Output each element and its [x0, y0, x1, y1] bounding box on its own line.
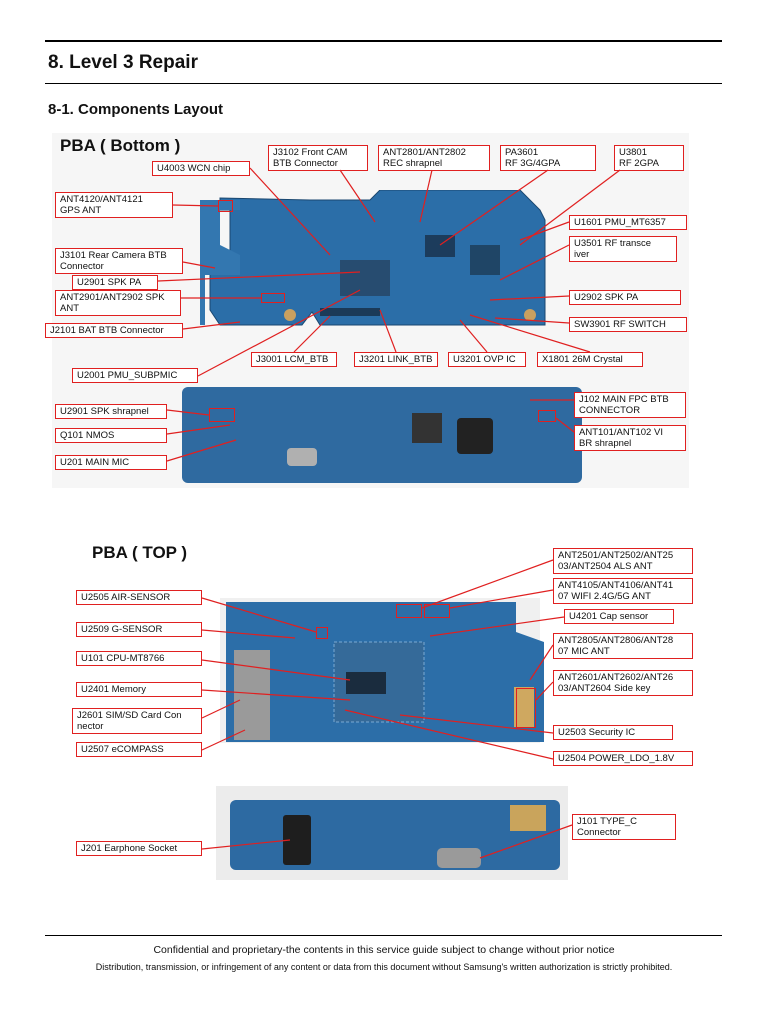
label-u3801: U3801 RF 2GPA — [614, 145, 684, 171]
page-title: 8. Level 3 Repair — [48, 52, 198, 73]
footer-line-2: Distribution, transmission, or infringem… — [95, 962, 673, 972]
hl-ant2901 — [261, 293, 285, 303]
label-j201: J201 Earphone Socket — [76, 841, 202, 856]
footer-rule — [45, 935, 722, 936]
label-u2001: U2001 PMU_SUBPMIC — [72, 368, 198, 383]
label-ant101: ANT101/ANT102 VI BR shrapnel — [574, 425, 686, 451]
footer-line-1: Confidential and proprietary-the content… — [153, 944, 615, 956]
pcb-top-main — [226, 602, 544, 742]
label-ant4120: ANT4120/ANT4121 GPS ANT — [55, 192, 173, 218]
top-rule — [45, 40, 722, 42]
label-j3001: J3001 LCM_BTB — [251, 352, 337, 367]
label-ant4105: ANT4105/ANT4106/ANT41 07 WIFI 2.4G/5G AN… — [553, 578, 693, 604]
chip-bottom-sub — [412, 413, 442, 443]
section-title: 8-1. Components Layout — [48, 101, 224, 118]
pba-bottom-title: PBA ( Bottom ) — [60, 136, 181, 155]
label-u1601: U1601 PMU_MT6357 — [569, 215, 687, 230]
label-sw3901: SW3901 RF SWITCH — [569, 317, 687, 332]
label-j101: J101 TYPE_C Connector — [572, 814, 676, 840]
label-u101: U101 CPU-MT8766 — [76, 651, 202, 666]
hl-u2901-shrapnel — [209, 408, 235, 422]
label-j2601: J2601 SIM/SD Card Con nector — [72, 708, 202, 734]
label-x1801: X1801 26M Crystal — [537, 352, 643, 367]
label-j3201: J3201 LINK_BTB — [354, 352, 438, 367]
hl-ant101 — [538, 410, 556, 422]
pcb-bottom-antenna-strip — [200, 195, 250, 325]
label-u3501: U3501 RF transce iver — [569, 236, 677, 262]
label-u2505: U2505 AIR-SENSOR — [76, 590, 202, 605]
label-q101: Q101 NMOS — [55, 428, 167, 443]
label-u2901a: U2901 SPK PA — [72, 275, 158, 290]
label-u2901b: U2901 SPK shrapnel — [55, 404, 167, 419]
hl-ant2601 — [516, 688, 536, 728]
hl-ant4105 — [424, 604, 450, 618]
earphone-jack-bottom — [457, 418, 493, 454]
label-ant2801: ANT2801/ANT2802 REC shrapnel — [378, 145, 490, 171]
label-j102: J102 MAIN FPC BTB CONNECTOR — [574, 392, 686, 418]
label-u2504: U2504 POWER_LDO_1.8V — [553, 751, 693, 766]
usb-port-bottom — [287, 448, 317, 466]
label-u3201: U3201 OVP IC — [448, 352, 526, 367]
pcb-bottom-sub — [182, 387, 582, 483]
label-u2503: U2503 Security IC — [553, 725, 673, 740]
label-ant2601: ANT2601/ANT2602/ANT26 03/ANT2604 Side ke… — [553, 670, 693, 696]
hl-ant2501 — [396, 604, 422, 618]
label-j3101: J3101 Rear Camera BTB Connector — [55, 248, 183, 274]
label-u2509: U2509 G-SENSOR — [76, 622, 202, 637]
label-ant2501: ANT2501/ANT2502/ANT25 03/ANT2504 ALS ANT — [553, 548, 693, 574]
title-rule — [45, 83, 722, 84]
label-pa3601: PA3601 RF 3G/4GPA — [500, 145, 596, 171]
label-u4201: U4201 Cap sensor — [564, 609, 674, 624]
label-u2401: U2401 Memory — [76, 682, 202, 697]
earphone-jack-top — [283, 815, 311, 865]
usb-port-top — [437, 848, 481, 868]
hl-u2505 — [316, 627, 328, 639]
label-u4003: U4003 WCN chip — [152, 161, 250, 176]
label-ant2901: ANT2901/ANT2902 SPK ANT — [55, 290, 181, 316]
hl-ant4120 — [218, 200, 233, 212]
label-j3102: J3102 Front CAM BTB Connector — [268, 145, 368, 171]
label-u2507: U2507 eCOMPASS — [76, 742, 202, 757]
label-j2101: J2101 BAT BTB Connector — [45, 323, 183, 338]
gold-pad-top — [510, 805, 546, 831]
label-u201: U201 MAIN MIC — [55, 455, 167, 470]
pba-top-title: PBA ( TOP ) — [92, 543, 188, 562]
label-u2902: U2902 SPK PA — [569, 290, 681, 305]
label-ant2805: ANT2805/ANT2806/ANT28 07 MIC ANT — [553, 633, 693, 659]
